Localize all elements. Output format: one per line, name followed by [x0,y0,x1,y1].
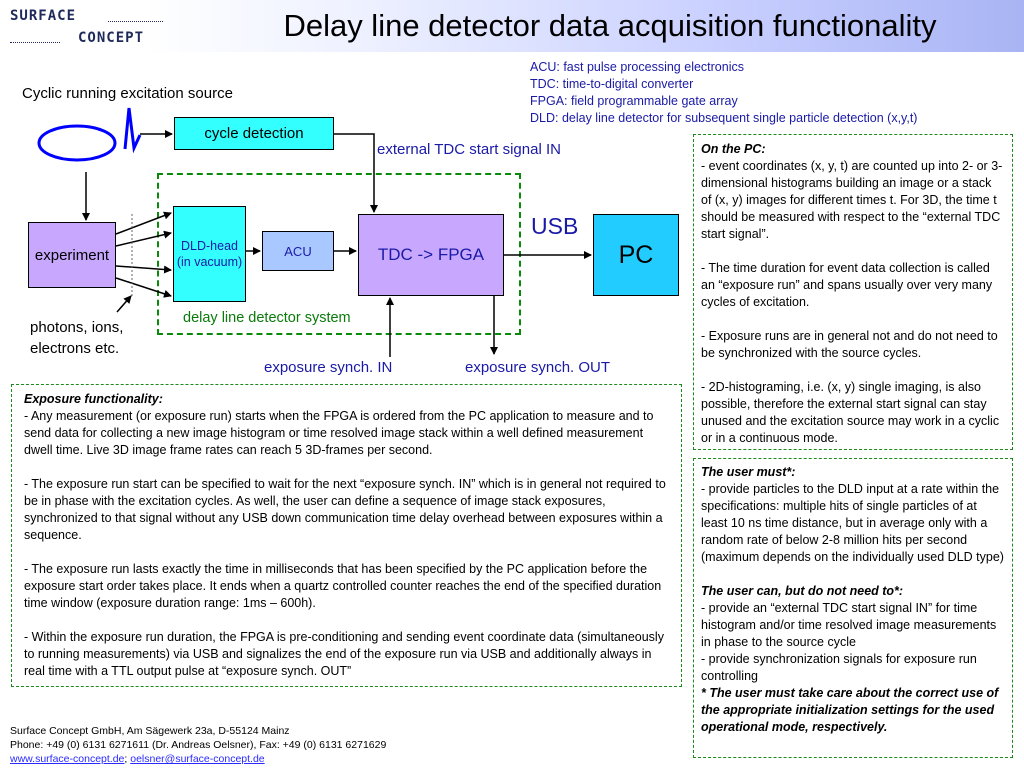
logo-line-2: CONCEPT [78,30,145,46]
source-ellipse [37,124,117,162]
particles-label-1: photons, ions, [30,319,124,336]
pulse-icon [123,107,142,154]
title-bar [0,0,1024,52]
pc-paragraph: - Exposure runs are in general not and d… [701,329,998,360]
dld-head-box: DLD-head (in vacuum) [173,206,246,302]
exposure-paragraph: - The exposure run start can be specifie… [24,477,666,542]
acu-box: ACU [262,231,334,271]
user-can-heading: The user can, but do not need to*: [701,584,904,598]
glossary-tdc: TDC: time-to-digital converter [530,77,694,91]
user-note: * The user must take care about the corr… [701,686,999,734]
ray-1 [115,211,172,235]
exposure-paragraph: - Within the exposure run duration, the … [24,630,664,678]
footer-separator: ; [124,753,131,765]
pc-box: PC [593,214,679,296]
cycle-detection-box: cycle detection [174,117,334,150]
dld-head-sublabel: (in vacuum) [176,255,243,269]
company-logo: SURFACE CONCEPT [8,6,168,48]
exposure-paragraph: - Any measurement (or exposure run) star… [24,409,654,457]
email-link[interactable]: oelsner@surface-concept.de [130,753,265,765]
pc-paragraph: - The time duration for event data colle… [701,261,993,309]
exp-synch-in-label: exposure synch. IN [264,359,393,376]
logo-line-1: SURFACE [10,8,77,24]
particles-label-2: electrons etc. [30,340,120,357]
user-panel: The user must*: - provide particles to t… [693,458,1013,758]
logo-rule-2 [10,42,60,44]
page-title: Delay line detector data acquisition fun… [283,8,937,43]
experiment-box: experiment [28,222,116,288]
user-must-text: - provide particles to the DLD input at … [701,482,1004,564]
glossary-fpga: FPGA: field programmable gate array [530,94,738,108]
user-can-item: - provide an “external TDC start signal … [701,601,997,649]
glossary-dld: DLD: delay line detector for subsequent … [530,111,918,125]
arrow-particles [116,295,132,313]
exp-synch-out-label: exposure synch. OUT [465,359,611,376]
website-link[interactable]: www.surface-concept.de [10,753,125,765]
user-can-item: - provide synchronization signals for ex… [701,652,977,683]
exposure-paragraph: - The exposure run lasts exactly the tim… [24,562,662,610]
dld-system-label: delay line detector system [183,310,351,326]
footer: Surface Concept GmbH, Am Sägewerk 23a, D… [10,724,386,766]
user-must-heading: The user must*: [701,465,796,479]
pc-panel: On the PC: - event coordinates (x, y, t)… [693,134,1013,450]
exposure-panel: Exposure functionality: - Any measuremen… [11,384,682,687]
tdc-fpga-box: TDC -> FPGA [358,214,504,296]
ray-4 [115,277,172,298]
ext-tdc-signal-label: external TDC start signal IN [377,141,561,158]
footer-phone: Phone: +49 (0) 6131 6271611 (Dr. Andreas… [10,739,387,751]
glossary-acu: ACU: fast pulse processing electronics [530,60,744,74]
dld-system-region [157,173,521,335]
source-label: Cyclic running excitation source [22,85,233,102]
ray-2 [115,230,172,247]
arrow-cycle-tdc [334,133,378,213]
logo-rule-1 [108,21,163,23]
pc-paragraph: - 2D-histograming, i.e. (x, y) single im… [701,380,1000,445]
footer-links: www.surface-concept.de; oelsner@surface-… [10,752,386,766]
pc-paragraph: - event coordinates (x, y, t) are counte… [701,159,1003,241]
exposure-heading: Exposure functionality: [24,392,163,406]
footer-address: Surface Concept GmbH, Am Sägewerk 23a, D… [10,725,290,737]
usb-label: USB [531,213,579,239]
pc-heading: On the PC: [701,142,766,156]
dld-head-label: DLD-head [181,239,238,253]
ray-3 [115,265,172,274]
